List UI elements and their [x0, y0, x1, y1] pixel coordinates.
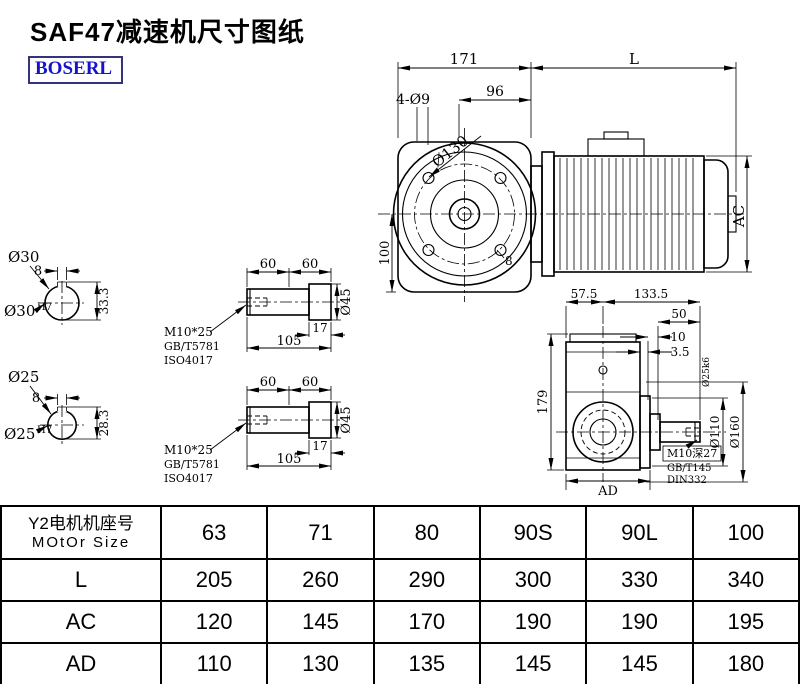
section2-dia-label: Ø25: [8, 368, 39, 386]
side-std2-label: DIN332: [667, 475, 707, 486]
header-cn: Y2电机机座号: [28, 513, 134, 533]
shaft2-std2-label: ISO4017: [164, 472, 213, 485]
size-90l: 90L: [585, 505, 694, 560]
table-row-ac: AC 120 145 170 190 190 195: [0, 600, 800, 644]
side-bolt-label: M10深27: [667, 447, 717, 460]
dim-171-label: 171: [450, 50, 479, 68]
dim-8-label: 8: [505, 254, 513, 268]
table-cell: 110: [159, 642, 269, 684]
table-cell: 260: [266, 558, 375, 602]
table-cell: 195: [691, 600, 800, 644]
section1-fit-sup-label: H7: [37, 302, 52, 313]
row-label: AD: [0, 642, 162, 684]
dim-100-label: 100: [378, 241, 393, 266]
motor-size-header-cell: Y2电机机座号 MOtOr Size: [0, 505, 162, 560]
size-63: 63: [159, 505, 269, 560]
shaft1-dim-o45: Ø45: [339, 288, 354, 315]
table-row-l: L 205 260 290 300 330 340: [0, 558, 800, 602]
table-cell: 190: [585, 600, 694, 644]
section2-fit-label: Ø25: [4, 425, 35, 443]
table-cell: 205: [159, 558, 269, 602]
shaft-section-o30: Ø30 8 33.3 Ø30 H7: [4, 248, 111, 325]
side-dim-50: 50: [671, 307, 686, 321]
dim-ac-label: AC: [730, 205, 748, 228]
motor-size-table: Y2电机机座号 MOtOr Size 63 71 80 90S 90L 100 …: [0, 505, 800, 684]
page-title: SAF47减速机尺寸图纸: [30, 17, 305, 47]
shaft2-bolt-label: M10*25: [164, 443, 213, 457]
shaft1-dim-105: 105: [277, 334, 302, 349]
side-dim-57-5: 57.5: [571, 287, 598, 301]
shaft1-std1-label: GB/T5781: [164, 340, 220, 353]
table-header-row: Y2电机机座号 MOtOr Size 63 71 80 90S 90L 100: [0, 505, 800, 560]
side-dim-ad: AD: [597, 484, 618, 499]
front-view-dimensions: 171 L 96 4-Ø9 Ø130 100 AC 8: [378, 50, 752, 293]
shaft2-dim-17: 17: [312, 439, 327, 453]
section1-key-label: 8: [34, 264, 42, 279]
size-71: 71: [266, 505, 375, 560]
section2-key-label: 8: [32, 391, 40, 406]
table-cell: 145: [266, 600, 375, 644]
side-dim-3-5: 3.5: [670, 345, 689, 359]
table-cell: 300: [478, 558, 588, 602]
shaft-section-o25: Ø25 8 28.3 Ø25 H7: [4, 368, 111, 447]
shaft1-std2-label: ISO4017: [164, 354, 213, 367]
section1-height-label: 33.3: [97, 288, 111, 315]
table-cell: 330: [585, 558, 694, 602]
side-dim-133-5: 133.5: [634, 287, 668, 301]
dim-4xo9-label: 4-Ø9: [396, 92, 430, 108]
shaft2-dim-105: 105: [277, 452, 302, 467]
table-row-ad: AD 110 130 135 145 145 180: [0, 642, 800, 684]
table-cell: 340: [691, 558, 800, 602]
side-std1-label: GB/T145: [667, 463, 711, 474]
size-90s: 90S: [478, 505, 588, 560]
table-cell: 120: [159, 600, 269, 644]
table-cell: 145: [585, 642, 694, 684]
table-cell: 170: [372, 600, 481, 644]
table-cell: 145: [478, 642, 588, 684]
shaft2-dim-60b: 60: [302, 375, 319, 390]
shaft2-dim-60a: 60: [260, 375, 277, 390]
dim-l-label: L: [629, 50, 639, 68]
size-80: 80: [372, 505, 481, 560]
section1-dia-label: Ø30: [8, 248, 39, 266]
header-en: MOtOr Size: [31, 534, 131, 552]
side-dim-o110: Ø110: [708, 416, 722, 449]
front-view: 171 L 96 4-Ø9 Ø130 100 AC 8: [378, 50, 752, 302]
table-cell: 180: [691, 642, 800, 684]
shaft1-dim-17: 17: [312, 321, 327, 335]
shaft2-std1-label: GB/T5781: [164, 458, 220, 471]
table-cell: 290: [372, 558, 481, 602]
front-view-centerlines: [378, 128, 744, 302]
side-dim-10: 10: [670, 330, 685, 344]
row-label: AC: [0, 600, 162, 644]
gearbox-side-view: 57.5 133.5 50 10 3.5 Ø25k6 Ø110 Ø160 179…: [536, 287, 748, 499]
shaft1-bolt-label: M10*25: [164, 325, 213, 339]
table-cell: 130: [266, 642, 375, 684]
technical-drawing: 171 L 96 4-Ø9 Ø130 100 AC 8 Ø30 8 33.3 Ø…: [4, 50, 752, 499]
dim-96-label: 96: [486, 84, 504, 100]
table-cell: 135: [372, 642, 481, 684]
shaft-side-view-2: 60 60 17 105 Ø45 M10*25 GB/T5781 ISO4017: [164, 375, 354, 485]
side-dim-179: 179: [536, 390, 551, 415]
shaft1-dim-60b: 60: [302, 257, 319, 272]
shaft-side-view-1: 60 60 17 105 Ø45 M10*25 GB/T5781 ISO4017: [164, 257, 354, 367]
side-dim-o25k6: Ø25k6: [701, 357, 712, 387]
section1-fit-label: Ø30: [4, 302, 35, 320]
section2-height-label: 28.3: [97, 410, 111, 437]
boserl-logo: BOSERL: [28, 56, 124, 84]
shaft1-dim-60a: 60: [260, 257, 277, 272]
side-dim-o160: Ø160: [728, 416, 742, 449]
shaft2-dim-o45: Ø45: [339, 406, 354, 433]
row-label: L: [0, 558, 162, 602]
section2-fit-sup-label: H7: [37, 425, 52, 436]
side-view-dimensions: 57.5 133.5 50 10 3.5 Ø25k6 Ø110 Ø160 179…: [536, 287, 748, 499]
table-cell: 190: [478, 600, 588, 644]
size-100: 100: [691, 505, 800, 560]
